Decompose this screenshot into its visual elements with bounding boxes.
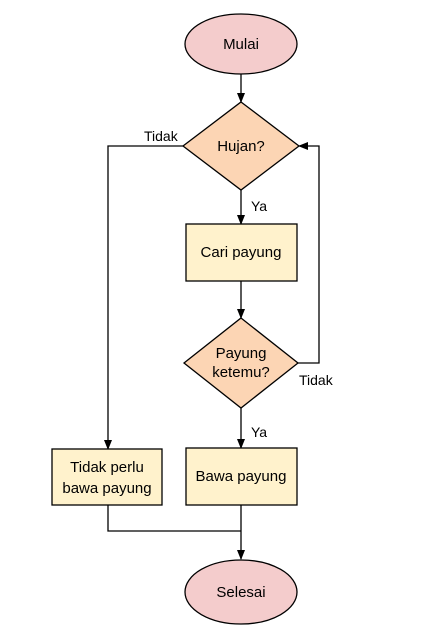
edge-found-no-loop <box>298 142 320 364</box>
no-umbrella-label-line1: Tidak perlu <box>70 459 144 476</box>
found-decision-label-line2: ketemu? <box>212 364 270 381</box>
edge-label-rain-yes: Ya <box>251 198 267 214</box>
no-umbrella-node: Tidak perlu bawa payung <box>51 448 163 506</box>
no-umbrella-label-line2: bawa payung <box>62 480 151 497</box>
found-decision-node: Payung ketemu? <box>182 317 300 409</box>
bring-umbrella-node: Bawa payung <box>185 447 298 506</box>
edge-label-rain-no: Tidak <box>144 128 179 144</box>
connectors <box>104 74 320 560</box>
find-umbrella-node: Cari payung <box>185 223 298 282</box>
edge-noumbrella-to-end <box>107 505 241 532</box>
rain-decision-node: Hujan? <box>181 101 301 191</box>
bring-umbrella-label: Bawa payung <box>196 468 287 485</box>
start-label: Mulai <box>223 36 259 53</box>
rain-decision-label: Hujan? <box>217 138 265 155</box>
edge-label-found-yes: Ya <box>251 424 267 440</box>
edge-label-found-no: Tidak <box>299 372 334 388</box>
find-umbrella-label: Cari payung <box>201 244 282 261</box>
start-node: Mulai <box>184 13 298 75</box>
found-decision-label-line1: Payung <box>216 345 267 362</box>
end-label: Selesai <box>216 584 265 601</box>
end-node: Selesai <box>184 559 298 625</box>
edge-rain-no-to-noumbrella <box>104 145 183 450</box>
